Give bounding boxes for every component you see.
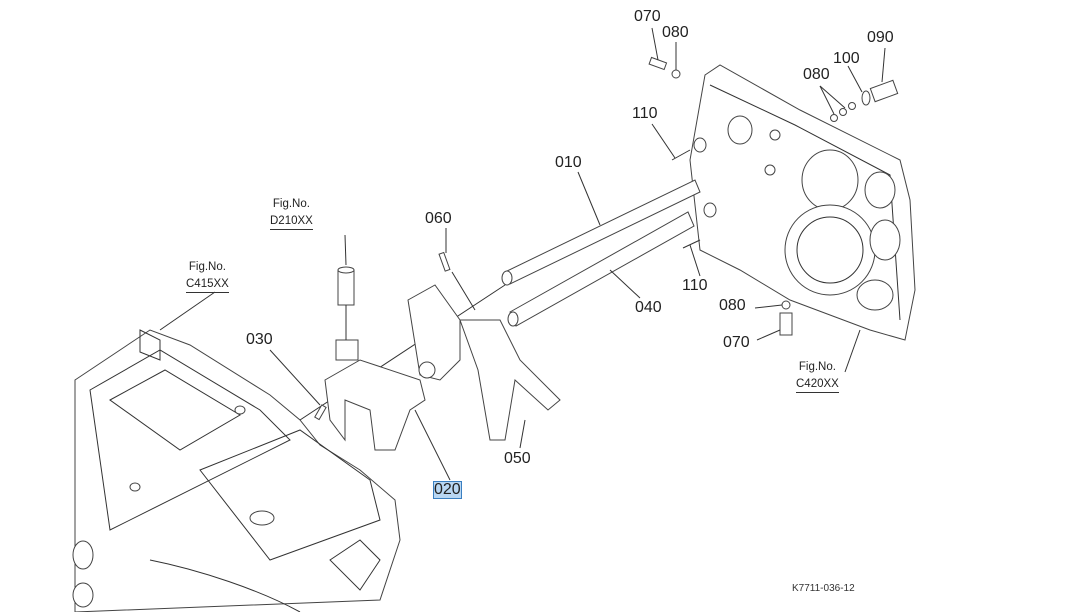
figure-ref-code: C420XX: [796, 376, 839, 394]
figure-ref-d210xx[interactable]: Fig.No. D210XX: [270, 196, 313, 231]
callout-060[interactable]: 060: [425, 210, 452, 227]
callout-110-low[interactable]: 110: [682, 277, 708, 294]
cover-plate: [689, 64, 916, 341]
callout-080-mid[interactable]: 080: [803, 66, 830, 83]
callout-100[interactable]: 100: [833, 50, 860, 67]
figure-ref-code: C415XX: [186, 276, 229, 294]
shaft-040: [507, 211, 695, 327]
callout-080-low[interactable]: 080: [719, 297, 746, 314]
callout-020-selected[interactable]: 020: [433, 481, 462, 499]
figure-ref-label: Fig.No.: [188, 261, 226, 273]
shift-fork-050: [407, 284, 561, 441]
small-parts: [314, 56, 899, 421]
callout-070-top[interactable]: 070: [634, 8, 661, 25]
figure-ref-label: Fig.No.: [272, 198, 310, 210]
shaft-010: [501, 179, 701, 286]
leader-lines: [159, 27, 886, 481]
drawing-number: K7711-036-12: [792, 583, 855, 594]
figure-ref-c415xx[interactable]: Fig.No. C415XX: [186, 259, 229, 294]
transmission-case: [72, 329, 401, 612]
callout-070-low[interactable]: 070: [723, 334, 750, 351]
callout-040[interactable]: 040: [635, 299, 662, 316]
callout-050[interactable]: 050: [504, 450, 531, 467]
figure-ref-label: Fig.No.: [798, 361, 836, 373]
callout-080-top[interactable]: 080: [662, 24, 689, 41]
figure-ref-c420xx[interactable]: Fig.No. C420XX: [796, 359, 839, 394]
callout-010[interactable]: 010: [555, 154, 582, 171]
figure-ref-code: D210XX: [270, 213, 313, 231]
callout-090[interactable]: 090: [867, 29, 894, 46]
callout-030[interactable]: 030: [246, 331, 273, 348]
shift-fork-020: [324, 266, 426, 451]
callout-110-top[interactable]: 110: [632, 105, 658, 122]
